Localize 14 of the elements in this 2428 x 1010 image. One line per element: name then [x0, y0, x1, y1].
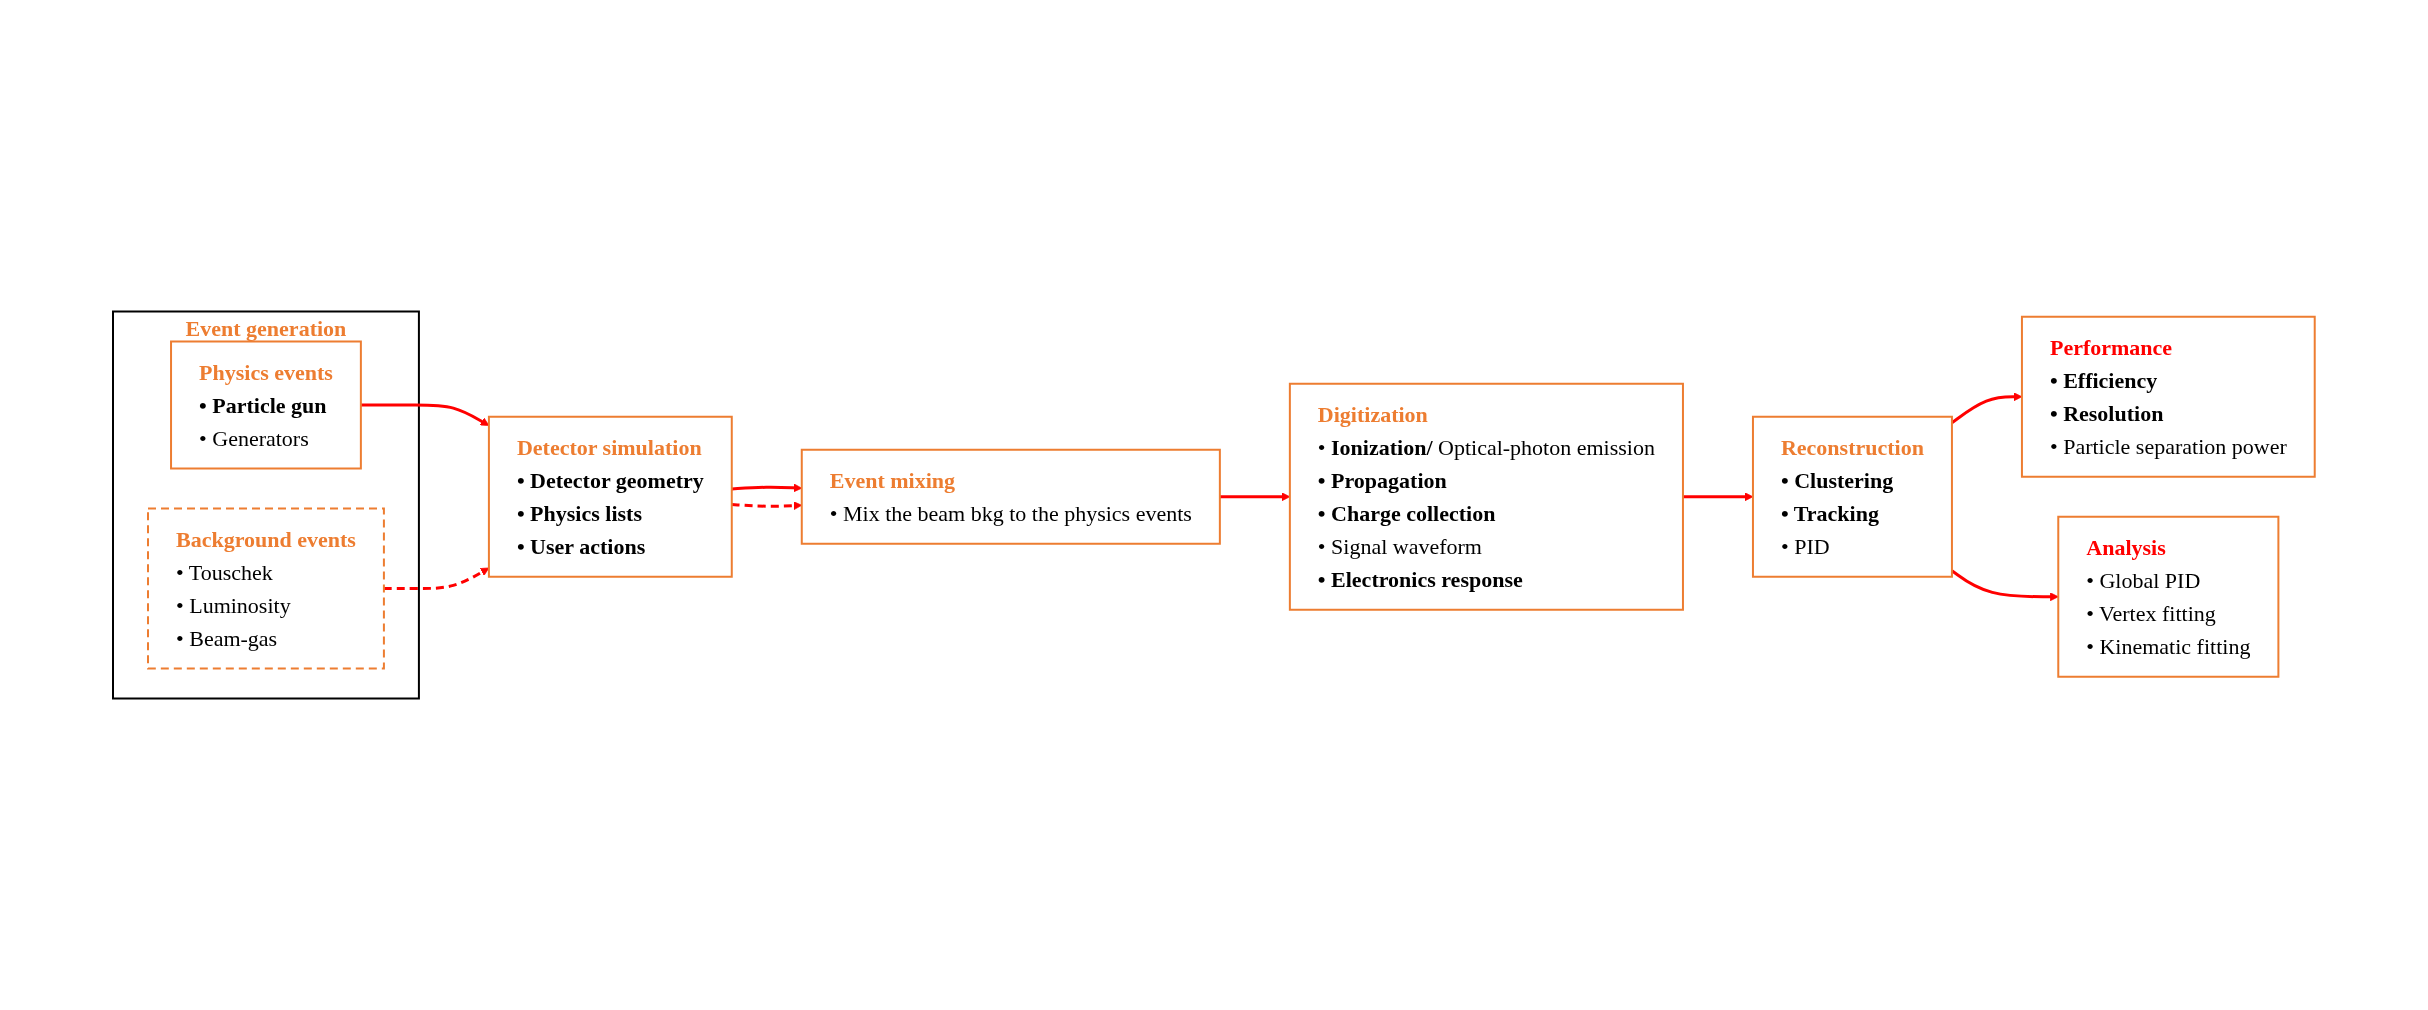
arrow: [1951, 392, 2023, 424]
node-box: Background events • Touschek • Luminosity • Beam-gas: [147, 507, 386, 670]
node-box: Event mixing • Mix the beam bkg to the physics events: [800, 448, 1221, 545]
arrow: [384, 567, 490, 590]
node-box: Physics events • Particle gun • Generators: [170, 340, 362, 470]
node-box: Digitization • Ionization/ Optical-photon emission • Propagation • Charge collection • Signal waveform • Electronics response: [1289, 382, 1685, 611]
arrow: [361, 403, 490, 426]
arrow: [1683, 492, 1754, 502]
arrow: [1220, 492, 1291, 502]
arrow: [1951, 569, 2059, 602]
node-box: Reconstruction • Clustering • Tracking • PID: [1752, 415, 1954, 578]
node-box: Analysis • Global PID • Vertex fitting • Kinematic fitting: [2057, 515, 2280, 678]
node-box: Detector simulation • Detector geometry • Physics lists • User actions: [488, 415, 733, 578]
node-box: Performance • Efficiency • Resolution • Particle separation power: [2021, 315, 2316, 478]
